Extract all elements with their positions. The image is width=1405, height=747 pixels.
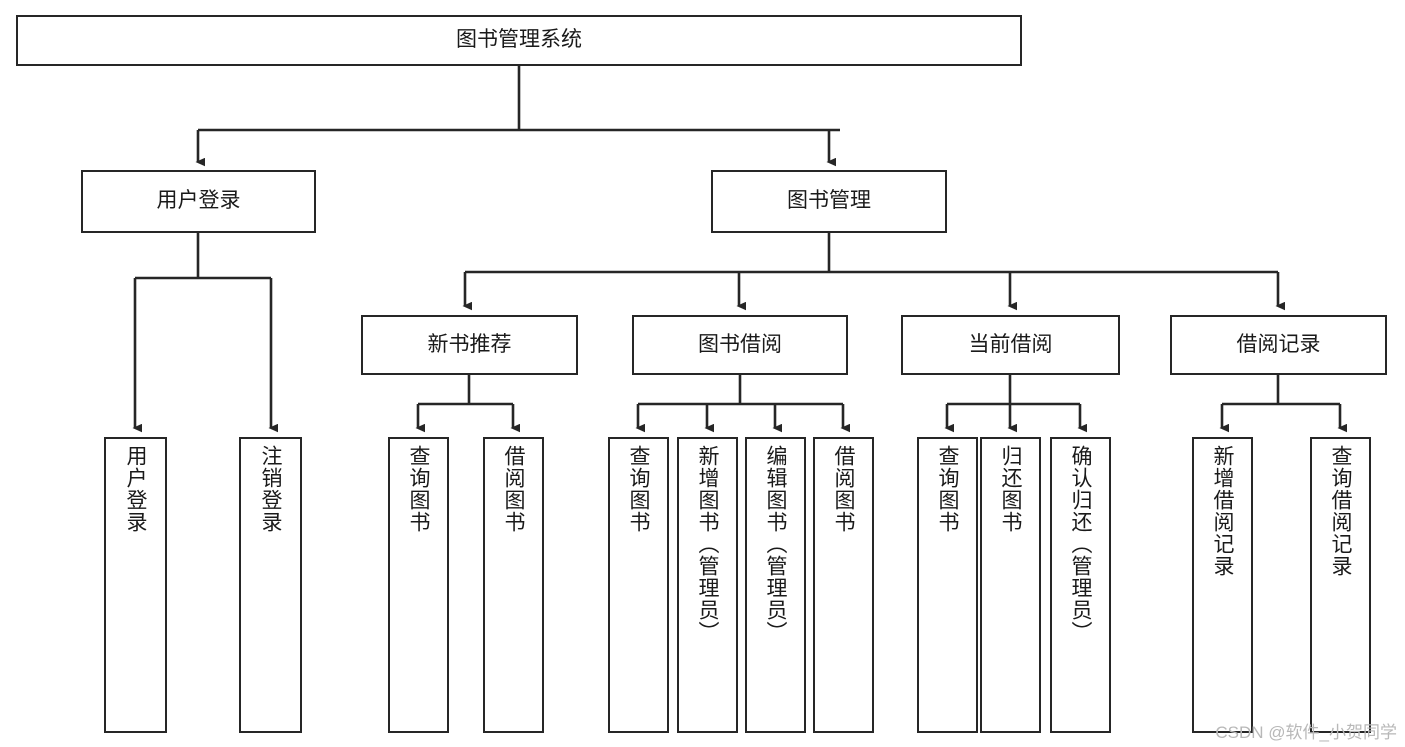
- leaf-borrow-book-2-label: 借阅图书: [832, 445, 855, 533]
- leaf-query-book-1-label: 查询图书: [407, 445, 430, 533]
- leaf-add-book-label: 新增图书（管理员）: [696, 445, 719, 643]
- node-borrow-record[interactable]: 借阅记录: [1170, 315, 1387, 375]
- leaf-query-book-2[interactable]: 查询图书: [608, 437, 669, 733]
- node-book-borrow-label: 图书借阅: [698, 332, 782, 356]
- node-borrow-record-label: 借阅记录: [1236, 332, 1321, 356]
- leaf-borrow-book-1-label: 借阅图书: [502, 445, 525, 533]
- leaf-query-book-2-label: 查询图书: [627, 445, 650, 533]
- leaf-return-book-label: 归还图书: [999, 445, 1022, 533]
- leaf-edit-book[interactable]: 编辑图书（管理员）: [745, 437, 806, 733]
- node-current-borrow[interactable]: 当前借阅: [901, 315, 1120, 375]
- leaf-query-record[interactable]: 查询借阅记录: [1310, 437, 1371, 733]
- leaf-return-book[interactable]: 归还图书: [980, 437, 1041, 733]
- node-user-login[interactable]: 用户登录: [81, 170, 316, 233]
- leaf-add-record-label: 新增借阅记录: [1211, 445, 1234, 577]
- node-root[interactable]: 图书管理系统: [16, 15, 1022, 66]
- leaf-confirm-return-label: 确认归还（管理员）: [1069, 445, 1092, 643]
- leaf-logout-login-label: 注销登录: [259, 445, 282, 533]
- leaf-borrow-book-2[interactable]: 借阅图书: [813, 437, 874, 733]
- node-book-manage-label: 图书管理: [787, 189, 871, 213]
- leaf-user-login[interactable]: 用户登录: [104, 437, 167, 733]
- csdn-watermark: CSDN @软件_小贺同学: [1215, 723, 1397, 742]
- leaf-logout-login[interactable]: 注销登录: [239, 437, 302, 733]
- leaf-edit-book-label: 编辑图书（管理员）: [764, 445, 787, 643]
- node-root-label: 图书管理系统: [456, 28, 582, 52]
- leaf-confirm-return[interactable]: 确认归还（管理员）: [1050, 437, 1111, 733]
- leaf-add-book[interactable]: 新增图书（管理员）: [677, 437, 738, 733]
- leaf-query-record-label: 查询借阅记录: [1329, 445, 1352, 577]
- node-current-borrow-label: 当前借阅: [968, 332, 1053, 356]
- node-user-login-label: 用户登录: [156, 189, 241, 213]
- node-new-book-rec[interactable]: 新书推荐: [361, 315, 578, 375]
- leaf-borrow-book-1[interactable]: 借阅图书: [483, 437, 544, 733]
- leaf-user-login-label: 用户登录: [124, 445, 147, 533]
- node-book-borrow[interactable]: 图书借阅: [632, 315, 848, 375]
- leaf-query-book-3-label: 查询图书: [936, 445, 959, 533]
- node-new-book-rec-label: 新书推荐: [427, 332, 512, 356]
- leaf-query-book-1[interactable]: 查询图书: [388, 437, 449, 733]
- node-book-manage[interactable]: 图书管理: [711, 170, 947, 233]
- leaf-query-book-3[interactable]: 查询图书: [917, 437, 978, 733]
- leaf-add-record[interactable]: 新增借阅记录: [1192, 437, 1253, 733]
